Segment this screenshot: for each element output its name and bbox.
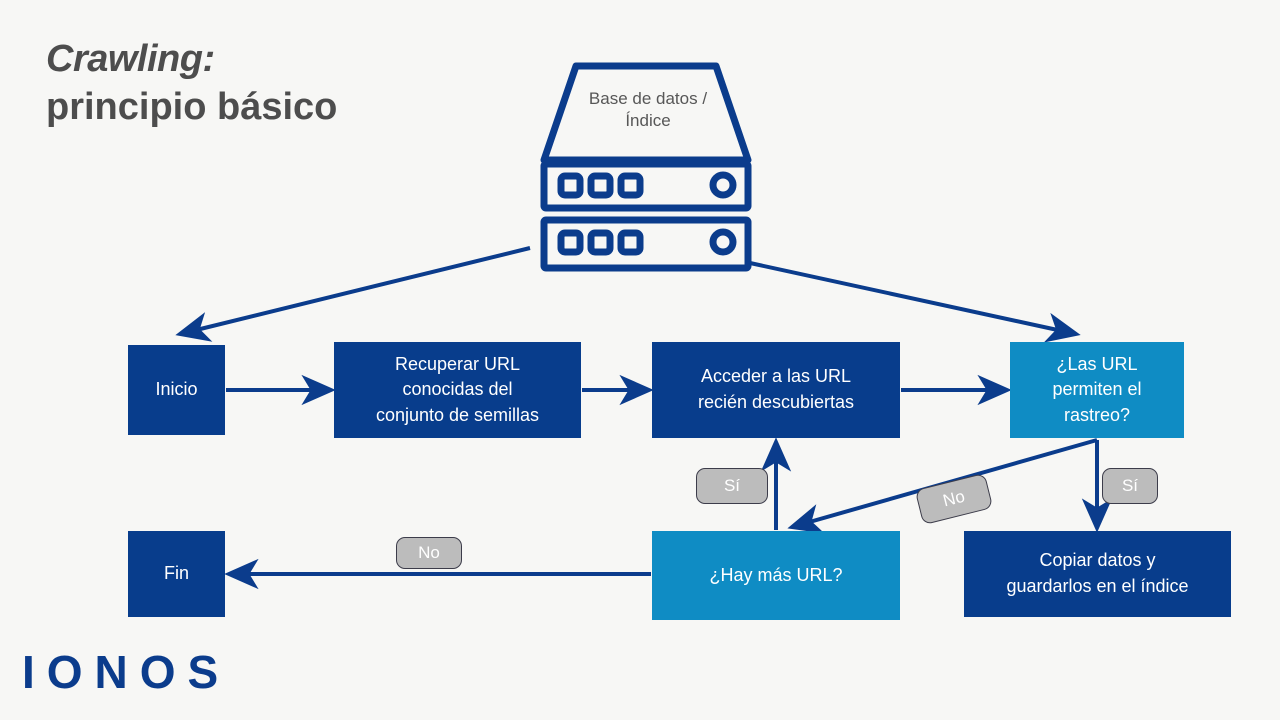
- node-inicio[interactable]: Inicio: [128, 345, 225, 435]
- node-acceder-url[interactable]: Acceder a las URL recién descubiertas: [652, 342, 900, 438]
- ionos-logo: IONOS: [22, 646, 231, 698]
- page-title: Crawling: principio básico: [46, 38, 338, 128]
- edge-label-no-diagonal: No: [914, 472, 994, 526]
- database-label: Base de datos / Índice: [588, 89, 708, 131]
- node-recuperar-url[interactable]: Recuperar URL conocidas del conjunto de …: [334, 342, 581, 438]
- arrow-db-to-permiten: [749, 261, 1081, 343]
- server-rack-lower-indicators: [557, 228, 737, 256]
- node-hay-mas-url[interactable]: ¿Hay más URL?: [652, 531, 900, 620]
- node-fin[interactable]: Fin: [128, 531, 225, 617]
- server-rack-upper-indicators: [557, 171, 737, 199]
- arrow-db-to-inicio: [175, 246, 531, 342]
- node-copiar-datos[interactable]: Copiar datos y guardarlos en el índice: [964, 531, 1231, 617]
- title-line-primary: Crawling:: [46, 38, 215, 80]
- edge-label-si-middle: Sí: [696, 468, 768, 504]
- node-permiten-rastreo[interactable]: ¿Las URL permiten el rastreo?: [1010, 342, 1184, 438]
- edge-label-no-bottom: No: [396, 537, 462, 569]
- edge-label-si-right: Sí: [1102, 468, 1158, 504]
- title-line-secondary: principio básico: [46, 85, 338, 128]
